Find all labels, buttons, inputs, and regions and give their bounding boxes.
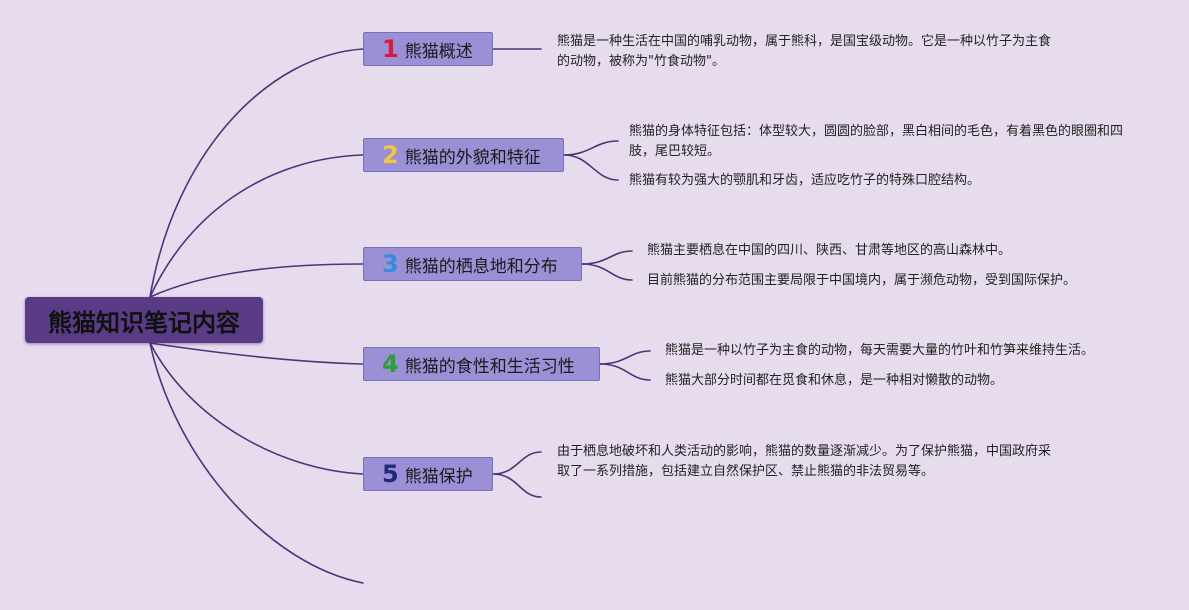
topic2-note-1: 熊猫的身体特征包括：体型较大，圆圆的脸部，黑白相间的毛色，有着黑色的眼圈和四肢，…: [629, 124, 1124, 159]
topic2-note-connector-1: [563, 140, 619, 156]
topic2-note-2: 熊猫有较为强大的颚肌和牙齿，适应吃竹子的特殊口腔结构。: [629, 173, 981, 188]
topic3-note-1: 熊猫主要栖息在中国的四川、陕西、甘肃等地区的高山森林中。: [647, 243, 1012, 258]
root-connector-3: [149, 263, 364, 298]
root-connector-2: [149, 154, 364, 298]
topic1-note-1: 熊猫是一种生活在中国的哺乳动物，属于熊科，是国宝级动物。它是一种以竹子为主食的动…: [557, 34, 1052, 69]
topic-label-3: 熊猫的栖息地和分布: [404, 256, 558, 277]
root-connector-extra: [149, 342, 364, 584]
root-connector-4: [149, 342, 364, 365]
topic4-note-connector-1: [599, 350, 651, 365]
topic-label-1: 熊猫概述: [404, 41, 473, 62]
topic-number-4: 4: [382, 350, 399, 378]
topic-node-2[interactable]: 2 熊猫的外貌和特征: [363, 138, 564, 172]
root-connector-5: [149, 342, 364, 475]
topic3-note-2: 目前熊猫的分布范围主要局限于中国境内，属于濒危动物，受到国际保护。: [647, 273, 1077, 288]
root-node[interactable]: 熊猫知识笔记内容: [25, 297, 263, 343]
root-label: 熊猫知识笔记内容: [48, 308, 240, 337]
topic-label-2: 熊猫的外貌和特征: [404, 147, 541, 168]
topic5-note-1: 由于栖息地破坏和人类活动的影响，熊猫的数量逐渐减少。为了保护熊猫，中国政府采取了…: [557, 444, 1052, 479]
topic5-note-connector-2: [492, 473, 542, 498]
topic-node-4[interactable]: 4 熊猫的食性和生活习性: [363, 347, 600, 381]
topic5-note-connector-1: [492, 451, 542, 475]
topic4-note-2: 熊猫大部分时间都在觅食和休息，是一种相对懒散的动物。: [665, 373, 1004, 388]
topic-node-5[interactable]: 5 熊猫保护: [363, 457, 493, 491]
topic-number-5: 5: [382, 460, 399, 488]
topic3-note-connector-1: [581, 250, 633, 265]
topic2-note-connector-2: [563, 154, 619, 181]
topic4-note-1: 熊猫是一种以竹子为主食的动物，每天需要大量的竹叶和竹笋来维持生活。: [665, 343, 1095, 358]
topic-node-1[interactable]: 1 熊猫概述: [363, 32, 493, 66]
topic-label-4: 熊猫的食性和生活习性: [404, 356, 575, 377]
topic-number-2: 2: [382, 141, 399, 169]
topic4-note-connector-2: [599, 363, 651, 381]
topic-node-3[interactable]: 3 熊猫的栖息地和分布: [363, 247, 582, 281]
topic3-note-connector-2: [581, 263, 633, 281]
topic-label-5: 熊猫保护: [404, 466, 473, 487]
root-connector-1: [149, 48, 364, 298]
topic-number-3: 3: [382, 250, 399, 278]
topic-number-1: 1: [382, 35, 399, 63]
